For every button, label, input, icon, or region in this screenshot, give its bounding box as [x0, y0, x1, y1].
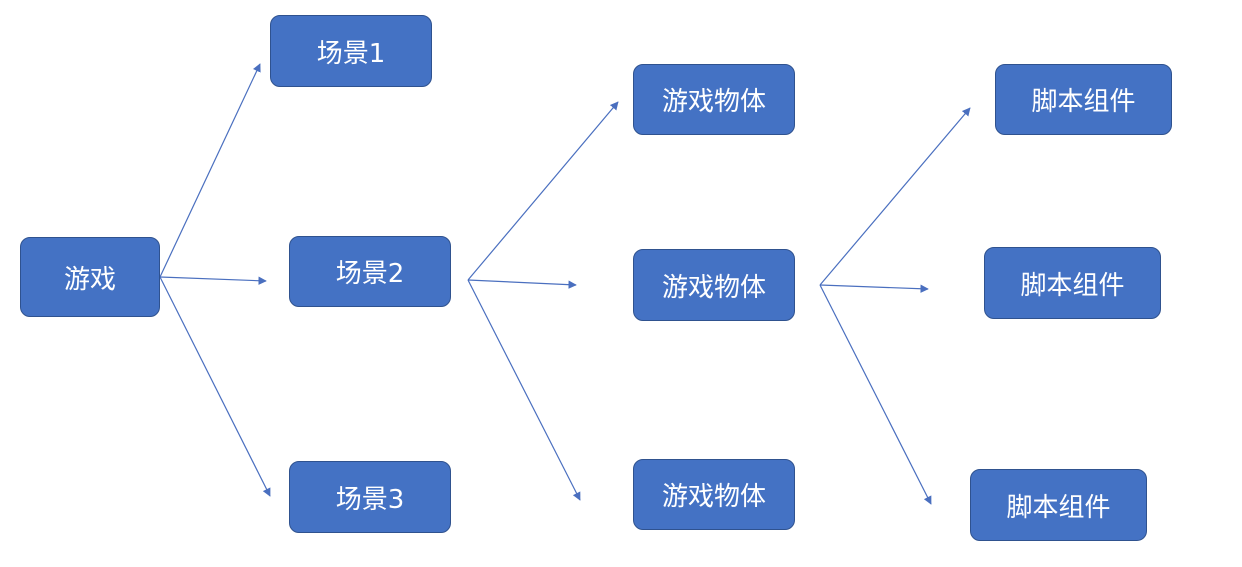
arrow-scene-to-object-3 [467, 279, 581, 501]
node-game-label: 游戏 [63, 264, 116, 295]
arrow-game-to-scene-1 [159, 63, 261, 278]
node-game-object-1[interactable]: 游戏物体 [633, 64, 795, 135]
arrow-game-to-scene-2 [159, 276, 267, 285]
node-game-object-2-label: 游戏物体 [661, 272, 766, 303]
node-game-object-1-label: 游戏物体 [661, 87, 766, 117]
arrow-scene-to-object-1 [467, 101, 619, 281]
arrow-scene-to-object-2 [467, 279, 577, 289]
node-scene-1[interactable]: 场景1 [270, 15, 432, 87]
node-game[interactable]: 游戏 [20, 237, 160, 317]
node-component-2[interactable]: 脚本组件 [984, 247, 1161, 319]
node-scene-2[interactable]: 场景2 [289, 236, 451, 307]
node-game-object-3-label: 游戏物体 [661, 482, 766, 512]
node-game-object-2[interactable]: 游戏物体 [633, 249, 795, 321]
arrow-game-to-scene-3 [159, 276, 271, 497]
node-game-object-3[interactable]: 游戏物体 [633, 459, 795, 530]
node-component-3-label: 脚本组件 [1006, 492, 1111, 523]
node-scene-3-label: 场景3 [335, 484, 405, 515]
node-component-1[interactable]: 脚本组件 [995, 64, 1172, 135]
node-component-1-label: 脚本组件 [1031, 87, 1136, 117]
arrow-object-to-component-2 [819, 284, 929, 293]
node-scene-1-label: 场景1 [316, 38, 386, 69]
node-scene-3[interactable]: 场景3 [289, 461, 451, 533]
arrow-object-to-component-1 [819, 107, 971, 286]
node-component-3[interactable]: 脚本组件 [970, 469, 1147, 541]
node-component-2-label: 脚本组件 [1020, 270, 1125, 301]
node-scene-2-label: 场景2 [335, 259, 405, 289]
arrow-object-to-component-3 [819, 284, 932, 505]
